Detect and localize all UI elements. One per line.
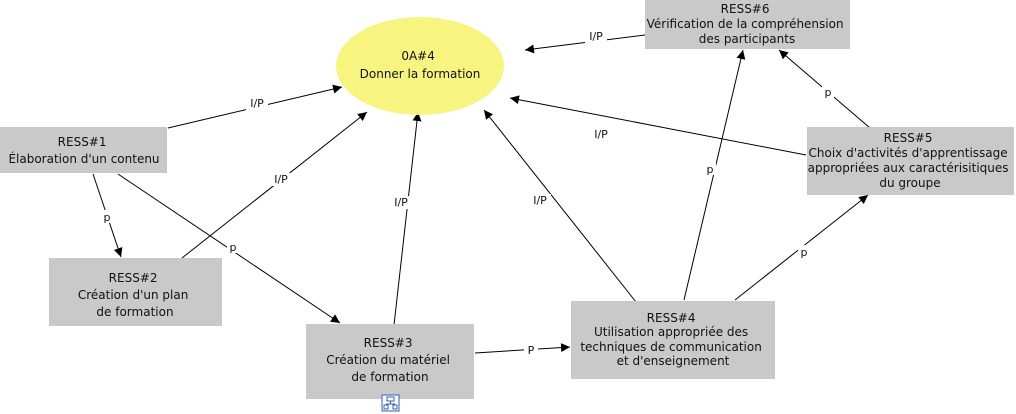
- node-ress3-line: de formation: [351, 370, 428, 384]
- node-ress4-line: RESS#4: [647, 311, 696, 325]
- edge-ress1-ress2[interactable]: p: [92, 173, 123, 258]
- hierarchy-icon[interactable]: [381, 394, 400, 412]
- node-ress5-line: RESS#5: [884, 131, 933, 145]
- svg-text:RESS#1 Élaboration d'u: RESS#1 Élaboration d'un contenu: [8, 135, 159, 166]
- edge-ress5-ress6[interactable]: p: [778, 49, 871, 129]
- node-ress6-line: Vérification de la compréhension: [647, 17, 844, 31]
- node-ress6[interactable]: RESS#6 Vérification de la compréhension …: [645, 0, 850, 49]
- edge-label: p: [230, 241, 237, 254]
- edge-label: I/P: [274, 173, 288, 186]
- node-ress6-line: RESS#6: [721, 2, 770, 16]
- node-ress5-line: du groupe: [879, 176, 940, 190]
- edge-ress6-oa4[interactable]: I/P: [524, 30, 646, 54]
- edge-label: I/P: [250, 97, 264, 110]
- edges: I/P I/P I/P I/P I/P I/P: [92, 30, 871, 357]
- edge-label: p: [825, 86, 832, 99]
- nodes: 0A#4 Donner la formation RESS#1 Élaborat…: [0, 0, 1014, 399]
- node-ress4-line: Utilisation appropriée des: [594, 325, 748, 339]
- edge-ress3-oa4[interactable]: I/P: [390, 111, 422, 326]
- svg-text:RESS#5 Choix d'activit: RESS#5 Choix d'activités d'apprentissage…: [808, 131, 1013, 190]
- node-ress3[interactable]: RESS#3 Création du matériel de formation: [306, 324, 474, 399]
- node-oa4-line: 0A#4: [401, 49, 435, 63]
- svg-text:0A#4 Donner la formati: 0A#4 Donner la formation: [360, 49, 481, 81]
- edge-label: p: [801, 246, 808, 259]
- node-ress2-line: RESS#2: [109, 271, 158, 285]
- node-ress4-line: et d'enseignement: [617, 354, 730, 368]
- node-oa4[interactable]: 0A#4 Donner la formation: [336, 17, 504, 115]
- edge-label: p: [104, 211, 111, 224]
- node-oa4-line: Donner la formation: [360, 67, 481, 81]
- node-ress5-line: appropriées aux caractérisitiques: [808, 161, 1009, 175]
- edge-ress4-oa4[interactable]: I/P: [483, 109, 637, 303]
- node-ress5-line: Choix d'activités d'apprentissage: [809, 146, 1008, 160]
- svg-text:RESS#3 Création du mat: RESS#3 Création du matériel de formation: [326, 336, 454, 384]
- edge-ress4-ress6[interactable]: p: [683, 49, 746, 301]
- node-ress6-line: des participants: [699, 32, 795, 46]
- edge-label: I/P: [533, 194, 547, 207]
- edge-ress5-oa4[interactable]: I/P: [509, 95, 807, 156]
- node-ress2-line: de formation: [96, 305, 173, 319]
- svg-text:RESS#2 Création d'un p: RESS#2 Création d'un plan de formation: [78, 271, 192, 319]
- edge-ress3-ress4[interactable]: P: [474, 343, 571, 357]
- node-ress5[interactable]: RESS#5 Choix d'activités d'apprentissage…: [807, 127, 1014, 195]
- edge-label: p: [707, 163, 714, 176]
- node-ress1[interactable]: RESS#1 Élaboration d'un contenu: [0, 127, 167, 173]
- edge-label: I/P: [394, 196, 408, 209]
- edge-ress1-oa4[interactable]: I/P: [167, 84, 343, 129]
- node-ress2[interactable]: RESS#2 Création d'un plan de formation: [49, 258, 222, 326]
- svg-text:RESS#6 Vérification de: RESS#6 Vérification de la compréhension …: [647, 2, 848, 46]
- edge-label: P: [528, 344, 535, 357]
- node-ress1-line: Élaboration d'un contenu: [8, 151, 159, 166]
- node-ress3-line: Création du matériel: [326, 353, 450, 367]
- node-ress3-line: RESS#3: [364, 336, 413, 350]
- edge-ress4-ress5[interactable]: p: [734, 194, 869, 301]
- svg-text:RESS#4 Utilisation app: RESS#4 Utilisation appropriée des techni…: [580, 311, 765, 368]
- node-ress1-line: RESS#1: [58, 135, 107, 149]
- node-ress4[interactable]: RESS#4 Utilisation appropriée des techni…: [571, 301, 775, 379]
- edge-ress1-ress3[interactable]: p: [117, 173, 341, 324]
- edge-label: I/P: [589, 30, 603, 43]
- node-ress4-line: techniques de communication: [580, 340, 762, 354]
- edge-ress2-oa4[interactable]: I/P: [181, 111, 368, 259]
- edge-label: I/P: [594, 128, 608, 141]
- node-ress2-line: Création d'un plan: [78, 288, 188, 302]
